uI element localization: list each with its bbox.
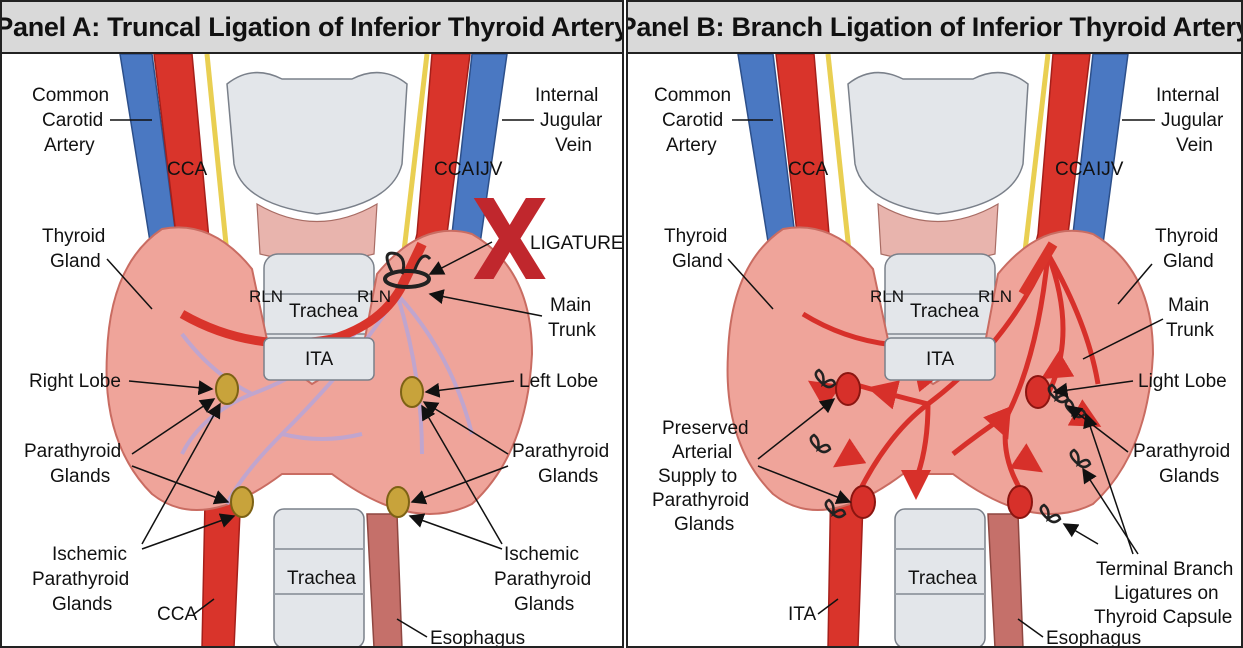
svg-text:Artery: Artery (44, 135, 95, 156)
structure-trachea-upper: Trachea (289, 301, 358, 322)
structure-trachea-lower: Trachea (908, 568, 977, 589)
svg-text:Parathyroid: Parathyroid (1133, 441, 1230, 462)
panel-a: Panel A: Truncal Ligation of Inferior Th… (0, 0, 624, 648)
svg-text:Main: Main (550, 295, 591, 316)
svg-text:Glands: Glands (538, 466, 598, 487)
parathyroid-gland (851, 486, 875, 518)
svg-text:ITA: ITA (788, 604, 816, 625)
structure-trachea-lower: Trachea (287, 568, 356, 589)
svg-text:Main: Main (1168, 295, 1209, 316)
parathyroid-gland (1026, 376, 1050, 408)
parathyroid-gland (1008, 486, 1032, 518)
structure-trachea-upper: Trachea (910, 301, 979, 322)
panel-a-header: Panel A: Truncal Ligation of Inferior Th… (2, 2, 622, 54)
svg-text:Common: Common (32, 85, 109, 106)
larynx (227, 73, 407, 262)
svg-text:Internal: Internal (535, 85, 598, 106)
svg-text:Artery: Artery (666, 135, 717, 156)
svg-text:Gland: Gland (50, 251, 101, 272)
svg-text:Glands: Glands (514, 594, 574, 615)
svg-text:Esophagus: Esophagus (430, 628, 525, 648)
svg-text:Ischemic: Ischemic (52, 544, 127, 565)
panel-b-header: Panel B: Branch Ligation of Inferior Thy… (628, 2, 1241, 54)
structure-cca-right: CCA (1055, 159, 1095, 180)
esophagus (367, 514, 402, 648)
svg-text:Carotid: Carotid (662, 110, 723, 131)
svg-text:Glands: Glands (52, 594, 112, 615)
svg-text:Vein: Vein (1176, 135, 1213, 156)
structure-cca-right: CCA (434, 159, 474, 180)
svg-text:Carotid: Carotid (42, 110, 103, 131)
svg-text:LIGATURE: LIGATURE (530, 233, 622, 254)
svg-text:Trunk: Trunk (548, 320, 596, 341)
label-internal-jugular: Internal Jugular Vein (1122, 85, 1224, 156)
svg-text:Ischemic: Ischemic (504, 544, 579, 565)
structure-rln-right: RLN (357, 287, 391, 306)
svg-text:Gland: Gland (672, 251, 723, 272)
parathyroid-gland (836, 373, 860, 405)
structure-cca-left: CCA (167, 159, 207, 180)
svg-text:Trunk: Trunk (1166, 320, 1214, 341)
svg-text:Common: Common (654, 85, 731, 106)
parathyroid-gland (231, 487, 253, 517)
parathyroid-gland (387, 487, 409, 517)
structure-ita: ITA (926, 349, 954, 370)
svg-text:Esophagus: Esophagus (1046, 628, 1141, 648)
panel-a-illustration: CCA CCA IJV RLN RLN Trachea ITA Trachea … (2, 54, 622, 648)
structure-rln-left: RLN (870, 287, 904, 306)
svg-text:Supply to: Supply to (658, 466, 737, 487)
svg-text:Thyroid: Thyroid (1155, 226, 1218, 247)
svg-text:Gland: Gland (1163, 251, 1214, 272)
svg-text:Internal: Internal (1156, 85, 1219, 106)
svg-text:Parathyroid: Parathyroid (494, 569, 591, 590)
structure-ijv: IJV (1096, 159, 1124, 180)
panel-b-illustration: CCA CCA IJV RLN RLN Trachea ITA Trachea … (628, 54, 1241, 648)
svg-text:Arterial: Arterial (672, 442, 732, 463)
svg-text:Ligatures on: Ligatures on (1114, 583, 1219, 604)
svg-text:Parathyroid: Parathyroid (24, 441, 121, 462)
svg-text:Thyroid: Thyroid (664, 226, 727, 247)
svg-text:Parathyroid: Parathyroid (512, 441, 609, 462)
svg-text:Glands: Glands (1159, 466, 1219, 487)
svg-text:Thyroid: Thyroid (42, 226, 105, 247)
svg-text:CCA: CCA (157, 604, 197, 625)
svg-text:Glands: Glands (674, 514, 734, 535)
panel-b: Panel B: Branch Ligation of Inferior Thy… (626, 0, 1243, 648)
label-internal-jugular: Internal Jugular Vein (502, 85, 603, 156)
svg-text:Vein: Vein (555, 135, 592, 156)
structure-rln-left: RLN (249, 287, 283, 306)
svg-text:Jugular: Jugular (1161, 110, 1224, 131)
label-esophagus: Esophagus (397, 619, 525, 648)
structure-ijv: IJV (475, 159, 503, 180)
structure-rln-right: RLN (978, 287, 1012, 306)
parathyroid-gland (401, 377, 423, 407)
larynx (848, 73, 1028, 262)
svg-text:Parathyroid: Parathyroid (32, 569, 129, 590)
svg-text:Light Lobe: Light Lobe (1138, 371, 1227, 392)
svg-text:Jugular: Jugular (540, 110, 603, 131)
panel-b-title: Panel B: Branch Ligation of Inferior Thy… (626, 12, 1243, 43)
svg-text:Terminal Branch: Terminal Branch (1096, 559, 1233, 580)
svg-text:Left Lobe: Left Lobe (519, 371, 598, 392)
parathyroid-gland (216, 374, 238, 404)
svg-text:Preserved: Preserved (662, 418, 749, 439)
svg-text:Thyroid Capsule: Thyroid Capsule (1094, 607, 1232, 628)
structure-ita: ITA (305, 349, 333, 370)
svg-text:Right Lobe: Right Lobe (29, 371, 121, 392)
esophagus (988, 514, 1023, 648)
svg-text:Parathyroid: Parathyroid (652, 490, 749, 511)
panel-a-title: Panel A: Truncal Ligation of Inferior Th… (0, 12, 624, 43)
svg-text:Glands: Glands (50, 466, 110, 487)
structure-cca-left: CCA (788, 159, 828, 180)
